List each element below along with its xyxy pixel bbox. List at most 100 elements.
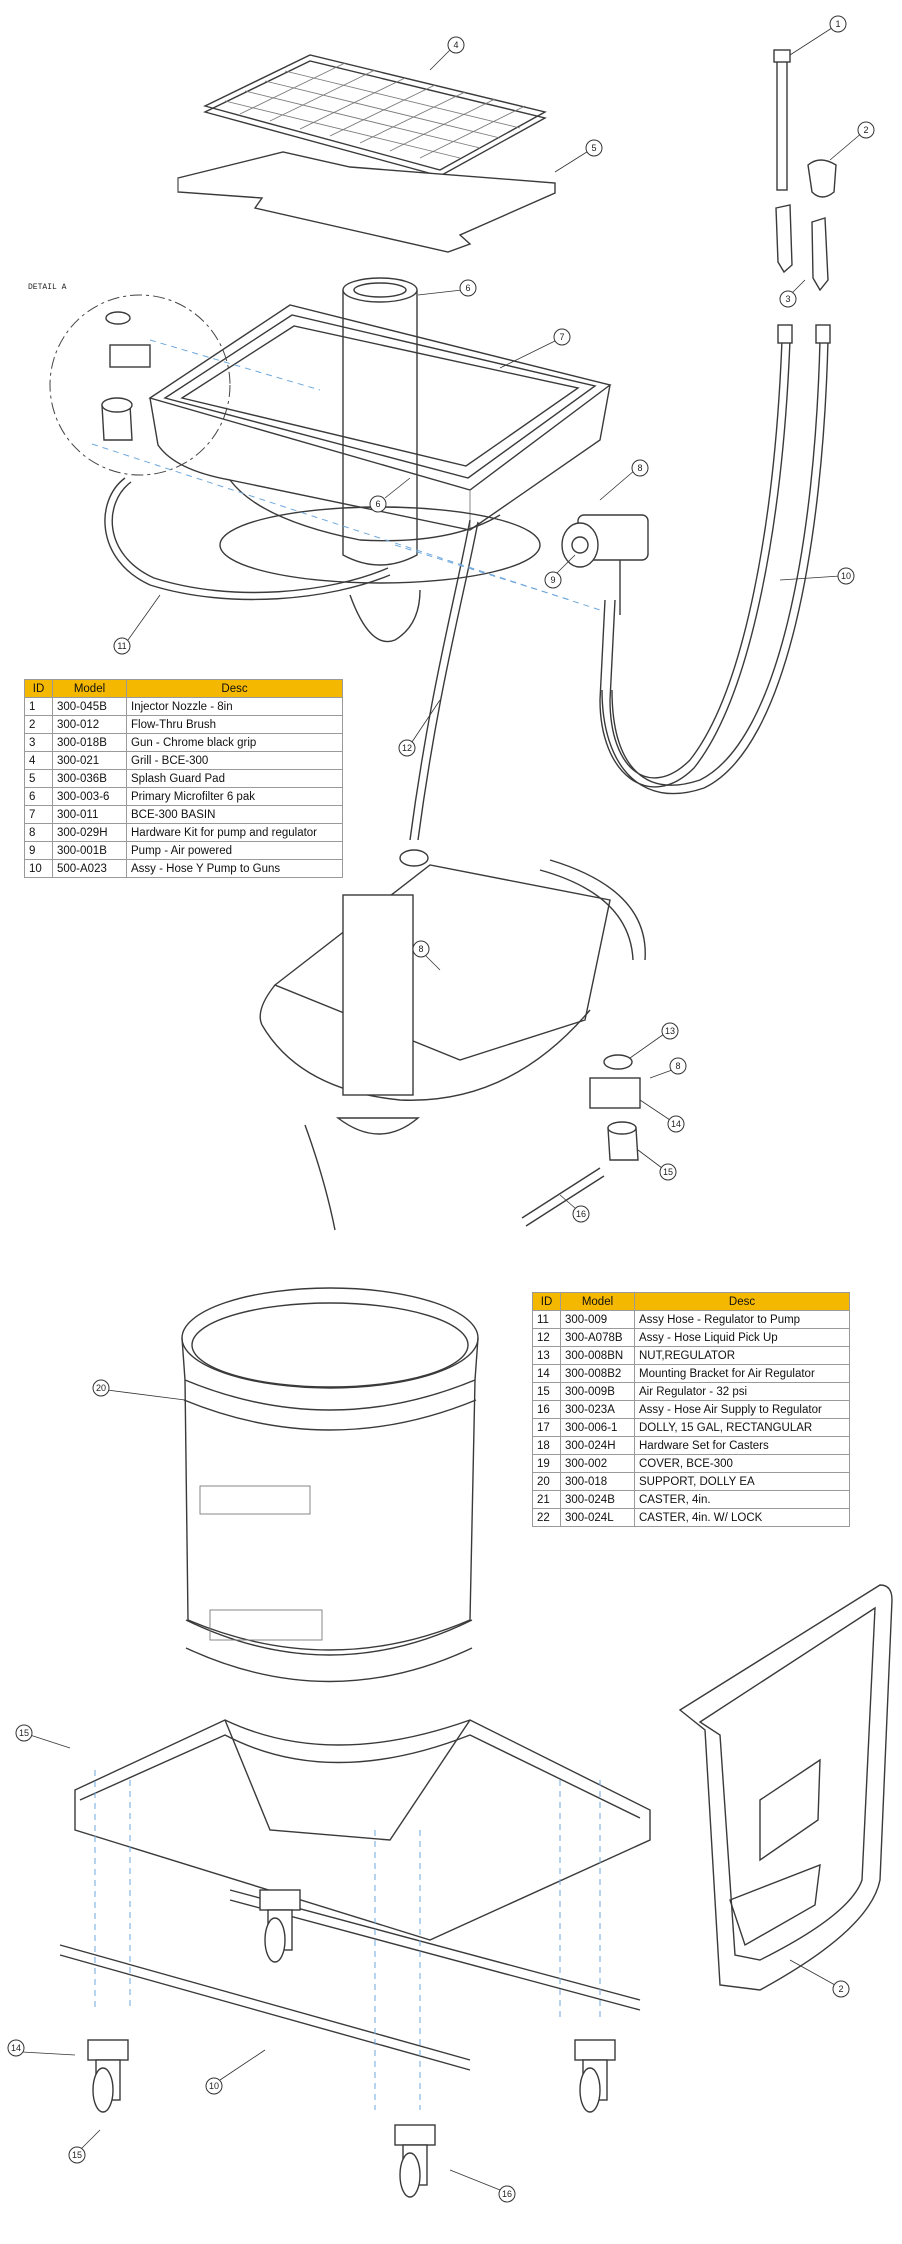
nozzle-and-guns [773, 49, 837, 292]
svg-text:2: 2 [863, 125, 868, 135]
cell-id: 1 [24, 697, 53, 716]
svg-text:15: 15 [19, 1728, 29, 1738]
table-header-row: ID Model Desc [24, 679, 343, 698]
svg-text:13: 13 [665, 1026, 675, 1036]
header-id: ID [532, 1292, 561, 1311]
casters [87, 1889, 616, 2198]
cell-id: 14 [532, 1364, 561, 1383]
callout: 15 [68, 2129, 101, 2164]
cell-desc: Flow-Thru Brush [126, 715, 343, 734]
callout: 7 [499, 328, 571, 369]
svg-text:10: 10 [209, 2081, 219, 2091]
cell-desc: Hardware Kit for pump and regulator [126, 823, 343, 842]
svg-text:4: 4 [453, 40, 458, 50]
svg-text:5: 5 [591, 143, 596, 153]
cell-model: 300-003-6 [52, 787, 127, 806]
cell-model: 300-021 [52, 751, 127, 770]
header-desc: Desc [634, 1292, 850, 1311]
cell-model: 300-002 [560, 1454, 635, 1473]
grill-part [203, 54, 547, 177]
cell-desc: NUT,REGULATOR [634, 1346, 850, 1365]
detail-a-label: DETAIL A [28, 283, 67, 292]
basin-underside-view [259, 859, 646, 1231]
callout: 13 [629, 1022, 679, 1059]
callout: 15 [15, 1724, 71, 1749]
cell-model: 300-012 [52, 715, 127, 734]
barrel-cover [181, 1287, 479, 1683]
cell-model: 300-023A [560, 1400, 635, 1419]
regulator-assembly [521, 1054, 641, 1227]
callout: 10 [779, 567, 855, 585]
cell-id: 9 [24, 841, 53, 860]
cell-id: 12 [532, 1328, 561, 1347]
basin [148, 304, 612, 643]
cell-id: 3 [24, 733, 53, 752]
hidden-lines-bottom [94, 1770, 601, 2110]
callout: 8 [412, 940, 441, 971]
cell-desc: Mounting Bracket for Air Regulator [634, 1364, 850, 1383]
cell-desc: DOLLY, 15 GAL, RECTANGULAR [634, 1418, 850, 1437]
table-header-row: ID Model Desc [532, 1292, 850, 1311]
cell-desc: Injector Nozzle - 8in [126, 697, 343, 716]
cell-id: 10 [24, 859, 53, 878]
cell-model: 300-018 [560, 1472, 635, 1491]
cell-model: 300-024B [560, 1490, 635, 1509]
hidden-lines-top [91, 339, 601, 611]
cell-model: 300-011 [52, 805, 127, 824]
svg-text:8: 8 [675, 1061, 680, 1071]
cell-desc: Assy Hose - Regulator to Pump [634, 1310, 850, 1329]
svg-text:16: 16 [576, 1209, 586, 1219]
callout: 5 [554, 139, 603, 173]
svg-text:8: 8 [418, 944, 423, 954]
cell-id: 6 [24, 787, 53, 806]
cell-desc: Primary Microfilter 6 pak [126, 787, 343, 806]
callout: 16 [559, 1194, 590, 1223]
callout: 8 [649, 1057, 687, 1079]
callout: 14 [7, 2039, 76, 2057]
svg-text:16: 16 [502, 2189, 512, 2199]
cell-desc: Assy - Hose Air Supply to Regulator [634, 1400, 850, 1419]
callout: 2 [789, 1959, 850, 1998]
svg-text:10: 10 [841, 571, 851, 581]
cell-model: 300-018B [52, 733, 127, 752]
cell-id: 11 [532, 1310, 561, 1329]
svg-text:11: 11 [117, 641, 126, 651]
cover-tray [678, 1584, 893, 1991]
cell-model: 300-008BN [560, 1346, 635, 1365]
svg-text:8: 8 [637, 463, 642, 473]
detail-a: DETAIL A [28, 283, 231, 476]
cell-model: 500-A023 [52, 859, 127, 878]
cell-desc: Pump - Air powered [126, 841, 343, 860]
cell-model: 300-029H [52, 823, 127, 842]
cell-id: 15 [532, 1382, 561, 1401]
callout: 12 [398, 699, 441, 757]
cell-id: 7 [24, 805, 53, 824]
callout: 2 [829, 121, 875, 161]
cell-model: 300-009 [560, 1310, 635, 1329]
hose-y-pump-to-guns [599, 324, 831, 795]
cell-id: 5 [24, 769, 53, 788]
cell-desc: Assy - Hose Liquid Pick Up [634, 1328, 850, 1347]
callout: 1 [789, 15, 847, 56]
cell-model: 300-A078B [560, 1328, 635, 1347]
svg-text:7: 7 [559, 332, 564, 342]
cell-id: 17 [532, 1418, 561, 1437]
callout: 4 [429, 36, 465, 71]
